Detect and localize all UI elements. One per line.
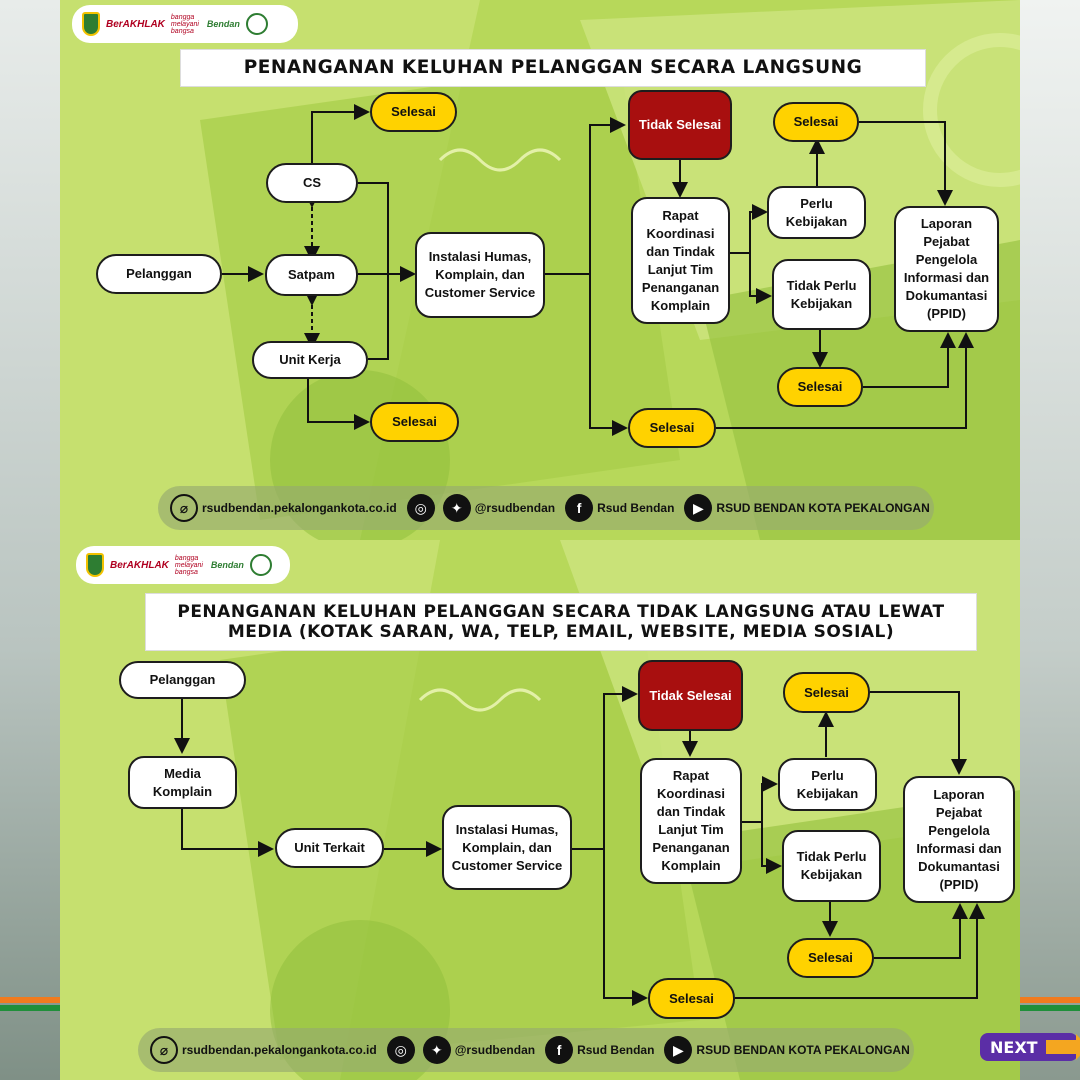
- twitter-icon[interactable]: ✦: [422, 1036, 451, 1064]
- page-title: PENANGANAN KELUHAN PELANGGAN SECARA LANG…: [181, 50, 925, 86]
- background-left: [0, 0, 60, 1080]
- instagram-icon[interactable]: ◎: [406, 494, 435, 522]
- page-title: PENANGANAN KELUHAN PELANGGAN SECARA TIDA…: [146, 594, 976, 650]
- website-link[interactable]: rsudbendan.pekalongankota.co.id: [202, 501, 397, 515]
- node-laporan-label: Laporan Pejabat Pengelola Informasi dan …: [916, 786, 1002, 892]
- node-unit-terkait: Unit Terkait: [275, 828, 384, 868]
- stripe-orange-left: [0, 997, 60, 1003]
- node-selesai-tidak-perlu: Selesai: [777, 367, 863, 407]
- node-instalasi: Instalasi Humas, Komplain, dan Customer …: [415, 232, 545, 318]
- node-laporan-ppid: Laporan Pejabat Pengelola Informasi dan …: [894, 206, 999, 332]
- facebook-icon[interactable]: f: [545, 1036, 574, 1064]
- node-cs: CS: [266, 163, 358, 203]
- stripe-green-right: [1020, 1005, 1080, 1011]
- bendan-logo: Bendan: [206, 19, 240, 29]
- stripe-green-left: [0, 1005, 60, 1011]
- node-tidak-perlu-label: Tidak Perlu Kebijakan: [786, 277, 857, 311]
- node-tidak-perlu-kebijakan: Tidak Perlu Kebijakan: [772, 259, 871, 330]
- youtube-icon[interactable]: ▶: [684, 494, 713, 522]
- bangga-logo: bangga melayani bangsa: [170, 13, 199, 35]
- logo-bar: BerAKHLAK bangga melayani bangsa Bendan: [76, 546, 290, 584]
- node-rapat-label: Rapat Koordinasi dan Tindak Lanjut Tim P…: [641, 207, 720, 313]
- node-media-komplain: Media Komplain: [128, 756, 237, 809]
- node-perlu-label: Perlu Kebijakan: [785, 195, 848, 229]
- globe-icon: ⌀: [170, 494, 198, 522]
- facebook-link[interactable]: Rsud Bendan: [597, 501, 675, 515]
- node-rapat: Rapat Koordinasi dan Tindak Lanjut Tim P…: [640, 758, 742, 884]
- node-selesai-perlu: Selesai: [773, 102, 859, 142]
- instagram-icon[interactable]: ◎: [386, 1036, 415, 1064]
- node-satpam: Satpam: [265, 254, 358, 296]
- youtube-link[interactable]: RSUD BENDAN KOTA PEKALONGAN: [716, 501, 930, 515]
- node-perlu-label: Perlu Kebijakan: [796, 767, 859, 801]
- berakhlak-logo: BerAKHLAK: [110, 559, 169, 571]
- website-link[interactable]: rsudbendan.pekalongankota.co.id: [182, 1043, 377, 1057]
- node-pelanggan: Pelanggan: [119, 661, 246, 699]
- node-perlu-kebijakan: Perlu Kebijakan: [767, 186, 866, 239]
- next-button-label: NEXT: [990, 1037, 1038, 1057]
- pekalongan-shield-logo: [86, 553, 104, 577]
- hospital-emblem-logo: [249, 554, 272, 576]
- social-footer: ⌀ rsudbendan.pekalongankota.co.id ◎ ✦ @r…: [158, 486, 934, 530]
- background-right: [1020, 0, 1080, 1080]
- bangga-logo: bangga melayani bangsa: [174, 554, 203, 576]
- twitter-icon[interactable]: ✦: [442, 494, 471, 522]
- stripe-orange-right: [1020, 997, 1080, 1003]
- node-tidak-perlu-kebijakan: Tidak Perlu Kebijakan: [782, 830, 881, 902]
- node-selesai-tidak-perlu: Selesai: [787, 938, 874, 978]
- node-tidak-perlu-label: Tidak Perlu Kebijakan: [796, 849, 867, 882]
- node-selesai-unit: Selesai: [370, 402, 459, 442]
- node-selesai-perlu: Selesai: [783, 672, 870, 713]
- social-footer: ⌀ rsudbendan.pekalongankota.co.id ◎ ✦ @r…: [138, 1028, 914, 1072]
- node-instalasi-label: Instalasi Humas, Komplain, dan Customer …: [424, 249, 536, 300]
- arrow-right-icon: [1045, 1034, 1080, 1060]
- node-rapat-label: Rapat Koordinasi dan Tindak Lanjut Tim P…: [652, 768, 730, 873]
- hospital-emblem-logo: [245, 13, 268, 35]
- facebook-icon[interactable]: f: [565, 494, 594, 522]
- node-unit-kerja: Unit Kerja: [252, 341, 368, 379]
- social-handle[interactable]: @rsudbendan: [454, 1043, 536, 1057]
- node-laporan-ppid: Laporan Pejabat Pengelola Informasi dan …: [903, 776, 1015, 903]
- globe-icon: ⌀: [150, 1036, 178, 1064]
- node-selesai-bottom: Selesai: [628, 408, 716, 448]
- node-tidak-selesai: Tidak Selesai: [628, 90, 732, 160]
- youtube-link[interactable]: RSUD BENDAN KOTA PEKALONGAN: [696, 1043, 910, 1057]
- next-button[interactable]: NEXT: [980, 1033, 1080, 1061]
- social-handle[interactable]: @rsudbendan: [474, 501, 556, 515]
- youtube-icon[interactable]: ▶: [664, 1036, 693, 1064]
- node-pelanggan: Pelanggan: [96, 254, 222, 294]
- node-instalasi: Instalasi Humas, Komplain, dan Customer …: [442, 805, 572, 890]
- node-laporan-label: Laporan Pejabat Pengelola Informasi dan …: [903, 216, 990, 321]
- node-selesai-cs: Selesai: [370, 92, 457, 132]
- facebook-link[interactable]: Rsud Bendan: [577, 1043, 655, 1057]
- pekalongan-shield-logo: [82, 12, 100, 36]
- node-selesai-bottom: Selesai: [648, 978, 735, 1019]
- node-tidak-selesai: Tidak Selesai: [638, 660, 743, 731]
- logo-bar: BerAKHLAK bangga melayani bangsa Bendan: [72, 5, 298, 43]
- node-media-label: Media Komplain: [152, 765, 213, 799]
- node-perlu-kebijakan: Perlu Kebijakan: [778, 758, 877, 811]
- bendan-logo: Bendan: [210, 560, 244, 570]
- node-rapat: Rapat Koordinasi dan Tindak Lanjut Tim P…: [631, 197, 730, 324]
- node-instalasi-label: Instalasi Humas, Komplain, dan Customer …: [451, 821, 563, 873]
- berakhlak-logo: BerAKHLAK: [106, 18, 165, 30]
